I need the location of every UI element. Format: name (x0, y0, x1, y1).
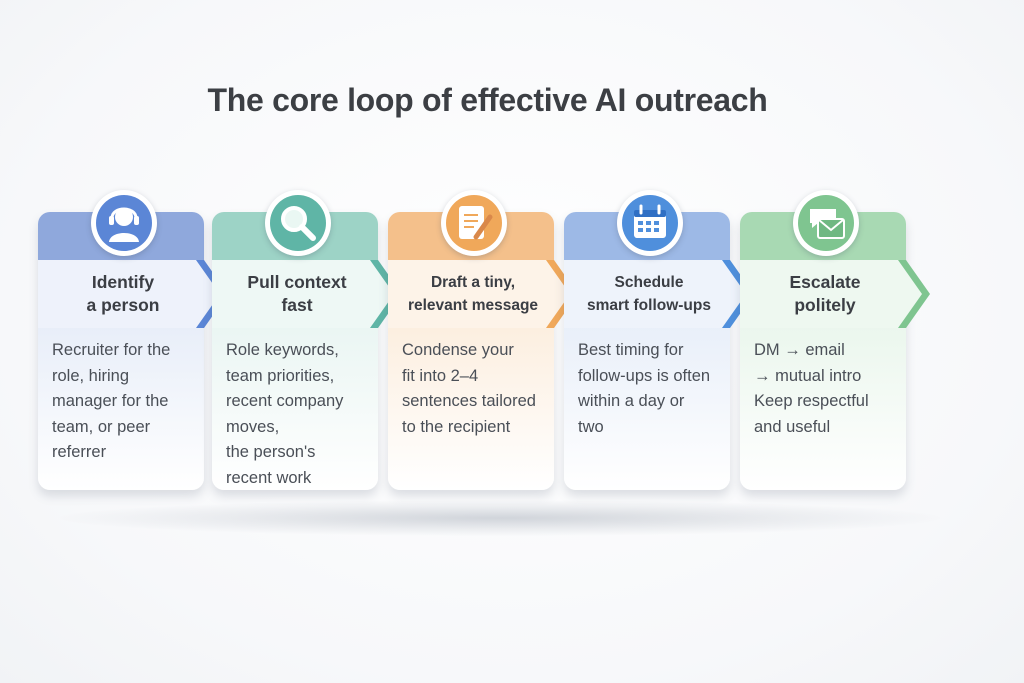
step-heading-band: Escalate politely (740, 260, 930, 328)
floor-shadow (60, 500, 940, 536)
step-description-line: two (578, 417, 604, 436)
step-heading: Identify a person (38, 260, 208, 328)
step-heading-band: Draft a tiny, relevant message (388, 260, 578, 328)
step-heading-line: a person (86, 295, 160, 315)
step-description-line: → mutual intro (754, 366, 862, 385)
document-pencil-icon (441, 190, 507, 256)
diagram-title: The core loop of effective AI outreach (207, 82, 768, 118)
step-description-line: Recruiter for the (52, 341, 171, 359)
step-heading-band: Schedule smart follow-ups (564, 260, 754, 328)
step-description-line: referrer (52, 443, 107, 461)
step-heading: Pull context fast (212, 260, 382, 328)
envelope-chat-icon (793, 190, 859, 256)
step-heading: Draft a tiny, relevant message (388, 260, 558, 328)
step-description-line: within a day or (578, 392, 685, 410)
step-heading-line: Escalate (789, 272, 861, 292)
step-card-3: Condense your fit into 2–4 sentences tailo… (388, 190, 578, 490)
step-description-line: moves, (226, 417, 280, 436)
step-description-line: follow-ups is often (578, 366, 711, 385)
step-description-line: manager for the (52, 392, 169, 410)
step-description-line: recent work (226, 468, 312, 487)
step-heading-line: politely (794, 295, 856, 315)
step-heading-line: Schedule (614, 274, 684, 291)
step-card-2: Role keywords, team priorities, recent com… (212, 190, 402, 490)
step-description-line: role, hiring (52, 366, 130, 385)
step-description-line: recent company (226, 392, 344, 410)
step-description-line: Keep respectful (754, 392, 869, 410)
step-card-1: Recruiter for the role, hiring manager for… (38, 190, 228, 490)
step-description-line: fit into 2–4 (402, 366, 479, 385)
step-description-line: team priorities, (226, 366, 335, 385)
step-description-line: DM → email (754, 341, 845, 359)
step-description-line: Best timing for (578, 341, 684, 359)
step-description-line: to the recipient (402, 417, 511, 436)
step-description-line: team, or peer (52, 417, 151, 436)
calendar-icon (617, 190, 683, 256)
step-heading-line: fast (281, 295, 313, 315)
step-card-4: Best timing for follow-ups is often within… (564, 190, 754, 490)
chevron-arrow (740, 260, 930, 328)
step-heading-line: Pull context (247, 272, 347, 292)
magnifier-icon (265, 190, 331, 256)
step-description-line: sentences tailored (402, 392, 536, 410)
step-heading-line: Draft a tiny, (430, 274, 516, 291)
step-heading: Schedule smart follow-ups (564, 260, 734, 328)
step-heading-line: Identify (91, 272, 155, 292)
step-heading-line: relevant message (407, 297, 539, 314)
step-description-line: the person's (226, 443, 316, 461)
headset-person-icon (91, 190, 157, 256)
step-description-line: and useful (754, 417, 831, 436)
step-heading-band: Pull context fast (212, 260, 402, 328)
step-description-line: Condense your (402, 341, 514, 359)
step-heading-band: Identify a person (38, 260, 228, 328)
step-heading: Escalate politely (740, 260, 910, 328)
step-description-line: Role keywords, (226, 341, 339, 359)
step-heading-line: smart follow-ups (586, 297, 711, 314)
